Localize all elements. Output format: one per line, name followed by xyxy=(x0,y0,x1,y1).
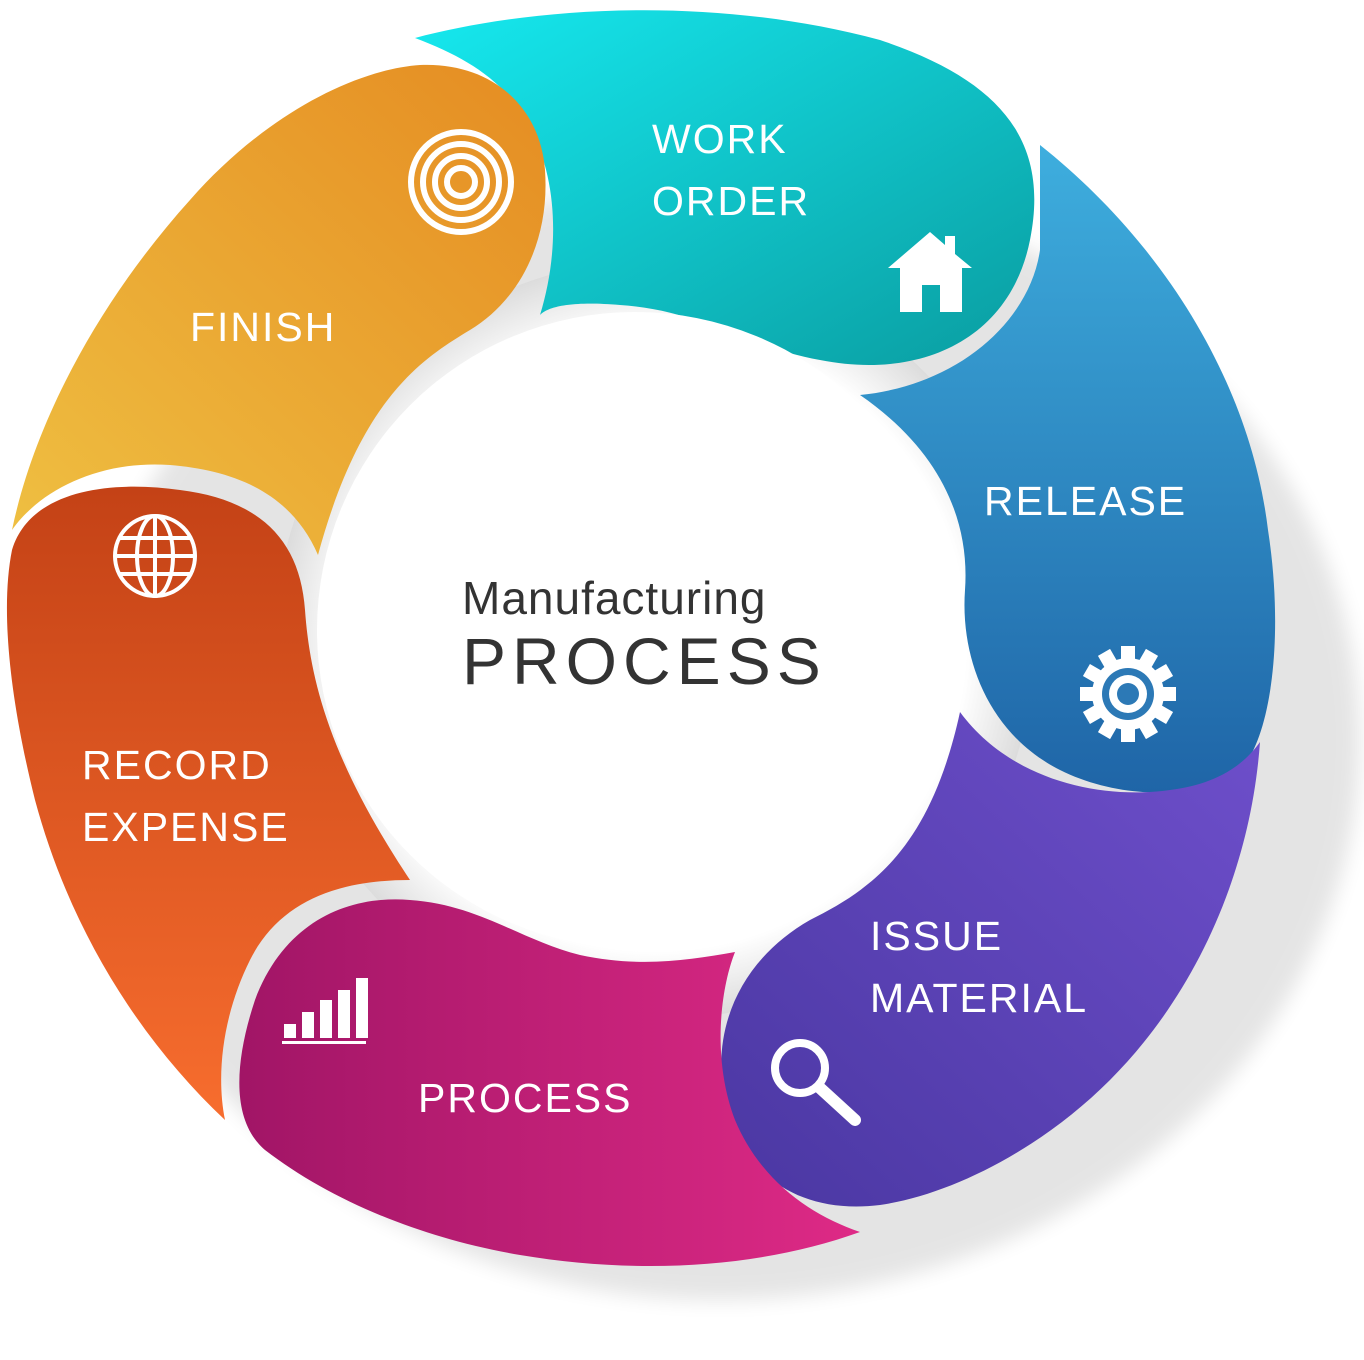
center-main-title: PROCESS xyxy=(462,624,827,698)
gear-icon xyxy=(1080,646,1176,742)
step-label-record-expense: RECORD EXPENSE xyxy=(82,734,290,858)
bar-chart-icon xyxy=(282,978,368,1044)
step-label-line: ORDER xyxy=(652,178,811,224)
step-label-process: PROCESS xyxy=(418,1067,633,1129)
globe-icon xyxy=(113,514,197,598)
home-icon xyxy=(888,232,972,312)
step-label-line: WORK xyxy=(652,116,788,162)
inner-hole xyxy=(317,312,953,948)
step-label-finish: FINISH xyxy=(190,296,336,358)
step-segment-process xyxy=(239,899,860,1267)
target-icon xyxy=(408,129,514,235)
step-label-line: RELEASE xyxy=(984,478,1188,524)
search-icon xyxy=(771,1039,861,1126)
step-label-line: RECORD xyxy=(82,742,272,788)
step-label-line: PROCESS xyxy=(418,1075,633,1121)
step-segment-release xyxy=(860,145,1276,793)
step-label-line: ISSUE xyxy=(870,913,1004,959)
step-label-release: RELEASE xyxy=(984,470,1187,532)
step-label-line: MATERIAL xyxy=(870,975,1088,1021)
step-label-line: EXPENSE xyxy=(82,804,290,850)
step-segment-work-order xyxy=(415,10,1035,366)
step-label-line: FINISH xyxy=(190,304,337,350)
step-segment-record-expense xyxy=(6,486,410,1120)
step-segment-issue-material xyxy=(721,712,1260,1207)
center-title: Manufacturing PROCESS xyxy=(462,570,842,696)
step-label-issue-material: ISSUE MATERIAL xyxy=(870,905,1088,1029)
step-label-work-order: WORK ORDER xyxy=(652,108,810,232)
center-subtitle: Manufacturing xyxy=(462,572,767,624)
